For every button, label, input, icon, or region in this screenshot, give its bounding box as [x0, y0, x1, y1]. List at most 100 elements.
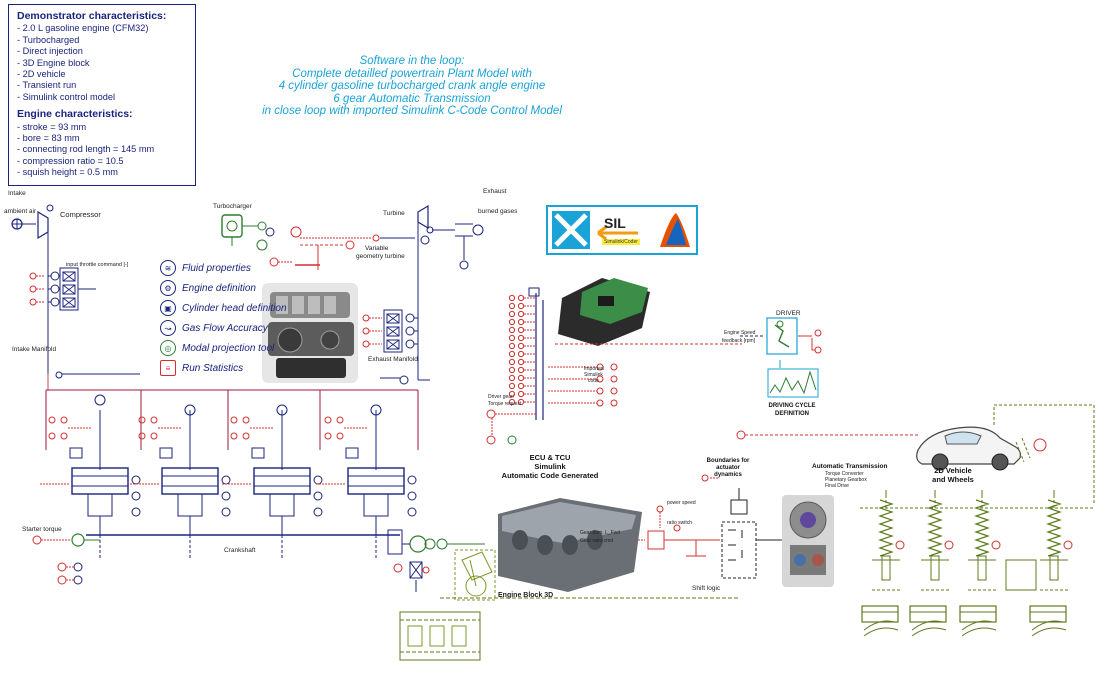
- engine-definition-icon: ⚙: [160, 280, 176, 296]
- shift-logic-block[interactable]: [721, 488, 757, 579]
- compressor-icon[interactable]: [37, 204, 54, 245]
- wheel-road-2[interactable]: [909, 605, 947, 637]
- menu-item-label: Run Statistics: [182, 362, 244, 374]
- menu-item-modal-projection[interactable]: ◎ Modal projection tool: [160, 338, 300, 358]
- sil-line: 6 gear Automatic Transmission: [333, 92, 491, 105]
- modal-projection-icon: ◎: [160, 340, 176, 356]
- dynamics-label: dynamics: [714, 472, 742, 478]
- definition-label: DEFINITION: [775, 411, 809, 417]
- engine-3d-image[interactable]: [262, 283, 358, 383]
- demonstrator-item: 2.0 L gasoline engine (CFM32): [17, 23, 187, 34]
- cylinder-1[interactable]: [40, 394, 141, 560]
- menu-item-label: Engine definition: [182, 282, 256, 294]
- fluid-properties-icon: ≋: [160, 260, 176, 276]
- engine-item: squish height = 0.5 mm: [17, 167, 187, 178]
- exhaust-manifold-label: Exhaust Manifold: [368, 356, 418, 363]
- exhaust-port-icon[interactable]: [455, 223, 484, 237]
- suspension-4[interactable]: [1040, 490, 1073, 591]
- sil-logo-graphic: [552, 211, 690, 249]
- turbocharger-icon[interactable]: [221, 214, 243, 238]
- menu-item-engine-definition[interactable]: ⚙ Engine definition: [160, 278, 300, 298]
- engine-title: Engine characteristics:: [17, 108, 133, 121]
- cylinder-3[interactable]: [222, 404, 323, 560]
- engine-item: compression ratio = 10.5: [17, 156, 187, 167]
- ecu-hardware-image: [558, 278, 650, 346]
- intake-manifold-label: Intake Manifold: [12, 346, 57, 353]
- demonstrator-item: Direct injection: [17, 46, 187, 57]
- cylinder-4[interactable]: [316, 404, 417, 560]
- demonstrator-item: Simulink control model: [17, 92, 187, 103]
- engine-block-label: Engine Block 3D: [498, 592, 554, 599]
- sil-line: 4 cylinder gasoline turbocharged crank a…: [278, 80, 546, 93]
- engine-item: bore = 83 mm: [17, 133, 187, 144]
- arrow-left-icon: [597, 225, 638, 241]
- at-item-1: Torque Converter: [825, 471, 864, 477]
- cylinder-2[interactable]: [130, 404, 231, 560]
- manifold-lines: [45, 372, 430, 450]
- power-speed-label: power speed: [667, 500, 696, 506]
- demonstrator-list: 2.0 L gasoline engine (CFM32) Turbocharg…: [17, 23, 187, 103]
- engine-block-3d-image[interactable]: [498, 498, 642, 592]
- engine-list: stroke = 93 mm bore = 83 mm connecting r…: [17, 122, 187, 179]
- engine-mechanical-sketch: [399, 549, 740, 661]
- driver-block[interactable]: [766, 317, 822, 355]
- wheel-road-3[interactable]: [959, 605, 997, 637]
- at-item-2: Planetary Gearbox: [825, 477, 867, 483]
- exhaust-manifold-block[interactable]: [362, 309, 418, 353]
- suspension-2[interactable]: [921, 490, 954, 591]
- gear-ratio-label: Gear ratio cmd: [580, 538, 614, 544]
- vehicle-car-image[interactable]: [916, 426, 1021, 471]
- menu-item-gas-flow[interactable]: ↝ Gas Flow Accuracy: [160, 318, 300, 338]
- code-label: code: [588, 378, 599, 384]
- automatic-transmission-image[interactable]: [782, 495, 834, 587]
- ratio-switch-label: ratio switch: [667, 520, 693, 526]
- ecu-label-1: ECU & TCU: [529, 453, 571, 462]
- simulink-label: Simulink: [584, 372, 603, 378]
- driving-cycle-plot[interactable]: [767, 360, 819, 398]
- turbine-icon[interactable]: [417, 204, 434, 234]
- ecu-label-3: Automatic Code Generated: [501, 471, 599, 480]
- wheels-group: [861, 559, 1067, 637]
- exhaust-label: Exhaust: [483, 188, 507, 195]
- engine-flywheel-connector[interactable]: [387, 529, 485, 592]
- torque-request-label: Torque request: [488, 401, 522, 407]
- suspension-3[interactable]: [968, 490, 1001, 591]
- sil-sublabel: Simulink/Coder: [602, 239, 640, 245]
- gas-flow-icon: ↝: [160, 320, 176, 336]
- compressor-label: Compressor: [60, 210, 101, 219]
- engine-item: stroke = 93 mm: [17, 122, 187, 133]
- crankshaft-label: Crankshaft: [224, 547, 256, 554]
- menu-item-label: Gas Flow Accuracy: [182, 322, 268, 334]
- sil-line: Software in the loop:: [359, 55, 465, 67]
- at-item-3: Final Drive: [825, 483, 849, 489]
- menu-item-label: Cylinder head definition: [182, 302, 287, 314]
- menu-item-fluid-properties[interactable]: ≋ Fluid properties: [160, 258, 300, 278]
- wheel-road-1[interactable]: [861, 605, 899, 637]
- intake-group: [11, 204, 96, 379]
- intake-label: Intake: [8, 190, 26, 197]
- differential-block[interactable]: [1005, 559, 1037, 591]
- starter-label: Starter torque: [22, 526, 62, 533]
- suspension-1[interactable]: [872, 490, 905, 591]
- menu-item-label: Modal projection tool: [182, 342, 275, 354]
- vehicle-label-2: and Wheels: [932, 475, 974, 484]
- demonstrator-item: Turbocharged: [17, 35, 187, 46]
- throttle-label: input throttle command [-]: [66, 262, 129, 268]
- imported-label: Imported: [584, 366, 604, 372]
- turbocharger-label: Turbocharger: [213, 203, 252, 210]
- sil-line: Complete detailled powertrain Plant Mode…: [292, 67, 532, 80]
- wheel-road-4[interactable]: [1029, 605, 1067, 637]
- sil-logo[interactable]: SIL Simulink/Coder: [546, 205, 698, 255]
- starter-icon[interactable]: [32, 533, 100, 547]
- cylinder-head-icon: ▣: [160, 300, 176, 316]
- engine-speed-label: Engine Speed: [724, 330, 756, 336]
- sil-label: SIL: [604, 215, 626, 231]
- burned-gases-label: burned gases: [478, 208, 518, 215]
- demonstrator-item: 2D vehicle: [17, 69, 187, 80]
- gear-num-label: Gear num. L_Fwd: [580, 530, 621, 536]
- ecu-tcu-block[interactable]: [528, 287, 544, 420]
- geometry-turbine-label: geometry turbine: [356, 253, 405, 260]
- engine-item: connecting rod length = 145 mm: [17, 144, 187, 155]
- menu-item-run-statistics[interactable]: ≡ Run Statistics: [160, 358, 300, 378]
- menu-item-cylinder-head[interactable]: ▣ Cylinder head definition: [160, 298, 300, 318]
